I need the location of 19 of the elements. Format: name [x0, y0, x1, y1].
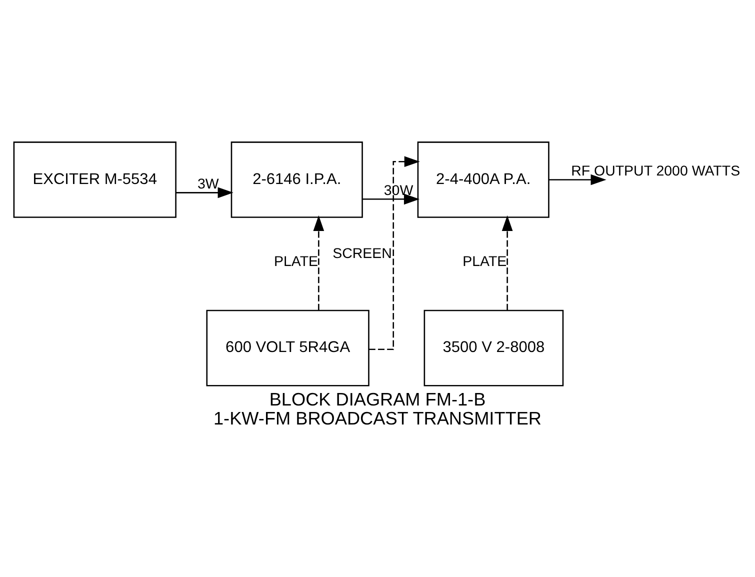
node-box: 2-4-400A P.A.: [417, 142, 550, 218]
edge-label: 3W: [197, 176, 219, 193]
arrow: [362, 194, 420, 205]
node-box: 2-6146 I.P.A.: [230, 142, 363, 218]
node-box: 3500 V 2-8008: [424, 310, 564, 386]
arrow: [502, 215, 513, 310]
edge-label: 30W: [384, 183, 414, 200]
arrow: [548, 174, 606, 186]
diagram-title: BLOCK DIAGRAM FM-1-B: [269, 389, 486, 410]
edge-label: PLATE: [462, 254, 507, 270]
caption: 1-KW-FM BROADCAST TRANSMITTER: [213, 408, 542, 429]
edge-label: PLATE: [274, 254, 318, 270]
edge-label: SCREEN: [332, 246, 392, 262]
arrow: [176, 187, 234, 198]
arrow: [368, 156, 420, 350]
node-box: 600 VOLT 5R4GA: [206, 310, 370, 386]
arrow: [313, 215, 324, 310]
edge-label: RF OUTPUT 2000 WATTS: [571, 164, 740, 180]
node-box: EXCITER M-5534: [13, 142, 176, 218]
